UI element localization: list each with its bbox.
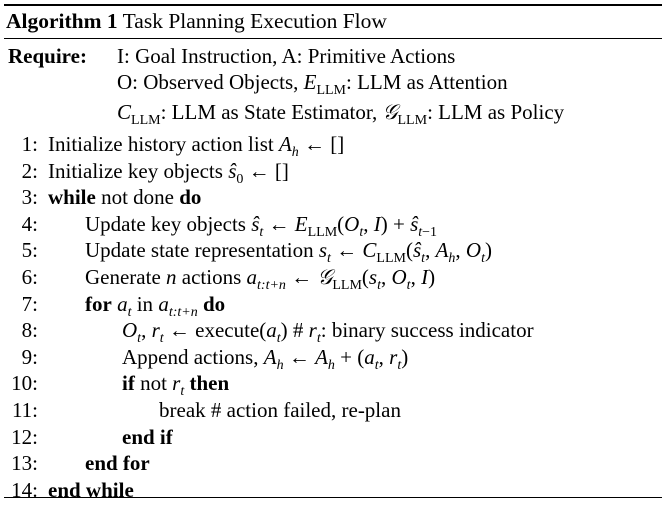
line-number: 3: [21, 185, 38, 210]
top-rule [4, 4, 662, 6]
algorithm-name: Task Planning Execution Flow [122, 9, 387, 33]
step-line: 3: while not done do [4, 184, 662, 211]
line-number: 9: [21, 344, 38, 369]
line-number: 7: [21, 291, 38, 316]
step-line: 6: Generate n actions at:t+n ← 𝒢LLM(st, … [4, 264, 662, 293]
step-text: Generate n actions at:t+n ← 𝒢LLM(st, Ot,… [85, 264, 436, 293]
step-text: for at in at:t+n do [85, 291, 226, 320]
step-line: 7: for at in at:t+n do [4, 291, 662, 320]
line-number: 1: [21, 132, 38, 156]
step-line: 12: end if [4, 424, 662, 451]
algorithm-steps: 1: Initialize history action list Ah ← [… [4, 131, 662, 503]
step-text: if not rt then [122, 371, 230, 400]
step-text: Initialize key objects ŝ0 ← [] [48, 158, 289, 187]
title-rule [4, 38, 662, 39]
require-line-2: O: Observed Objects, ELLM: LLM as Attent… [117, 70, 508, 98]
step-text: end while [48, 477, 134, 502]
step-line: 10: if not rt then [4, 370, 662, 399]
line-number: 5: [21, 238, 38, 263]
step-text: while not done do [48, 185, 202, 210]
line-number: 4: [21, 211, 38, 236]
bottom-rule [4, 497, 662, 498]
require-block: Require: I: Goal Instruction, A: Primiti… [4, 43, 662, 129]
require-line-3: CLLM: LLM as State Estimator, 𝒢LLM: LLM … [117, 100, 565, 128]
line-number: 12: [11, 424, 38, 449]
step-line: 14: end while [4, 477, 662, 504]
step-text: Update state representation st ← CLLM(ŝt… [85, 238, 492, 267]
require-line-1: I: Goal Instruction, A: Primitive Action… [117, 44, 456, 68]
step-text: Ot, rt ← execute(at) # rt: binary succes… [122, 318, 534, 347]
line-number: 13: [11, 451, 38, 476]
step-text: Update key objects ŝt ← ELLM(Ot, I) + ŝt… [85, 211, 438, 240]
line-number: 11: [11, 397, 38, 422]
line-number: 14: [11, 477, 38, 502]
step-text: end for [85, 451, 150, 476]
step-text: Initialize history action list Ah ← [] [48, 132, 345, 160]
step-line: 1: Initialize history action list Ah ← [… [4, 131, 662, 160]
line-number: 10: [11, 371, 38, 396]
step-text: Append actions, Ah ← Ah + (at, rt) [122, 344, 409, 373]
step-line: 2: Initialize key objects ŝ0 ← [] [4, 158, 662, 187]
step-line: 9: Append actions, Ah ← Ah + (at, rt) [4, 344, 662, 373]
line-number: 6: [21, 264, 38, 289]
step-text: break # action failed, re-plan [159, 397, 401, 422]
step-line: 11: break # action failed, re-plan [4, 397, 662, 424]
line-number: 8: [21, 318, 38, 343]
step-line: 4: Update key objects ŝt ← ELLM(Ot, I) +… [4, 211, 662, 240]
algorithm-label: Algorithm 1 [6, 9, 118, 33]
step-line: 5: Update state representation st ← CLLM… [4, 237, 662, 266]
step-line: 13: end for [4, 450, 662, 477]
algorithm-title: Algorithm 1 Task Planning Execution Flow [4, 6, 662, 36]
line-number: 2: [21, 158, 38, 183]
algorithm-box: Algorithm 1 Task Planning Execution Flow… [4, 4, 662, 503]
require-keyword: Require: [8, 44, 87, 68]
step-line: 8: Ot, rt ← execute(at) # rt: binary suc… [4, 317, 662, 346]
step-text: end if [122, 424, 173, 449]
